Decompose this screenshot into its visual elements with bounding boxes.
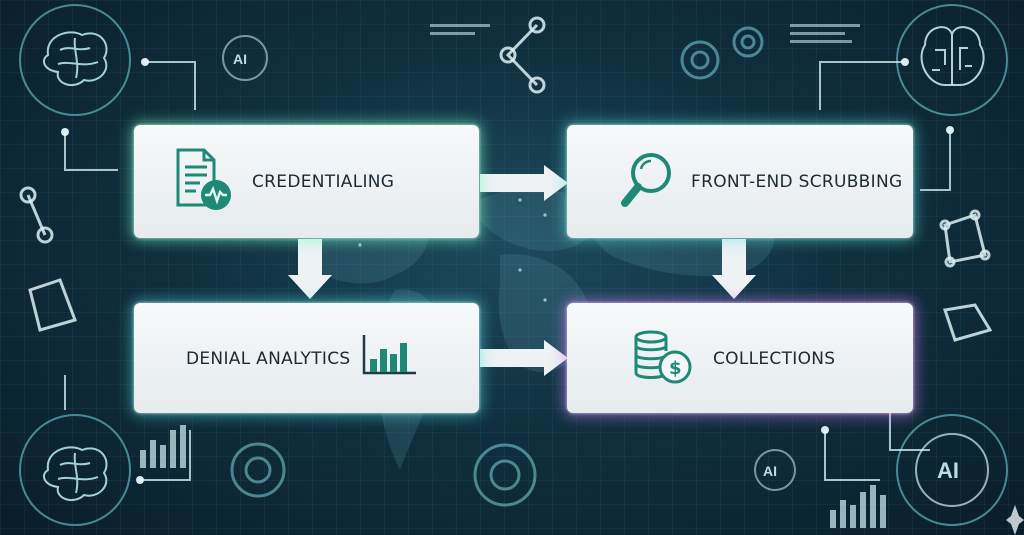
arrow-down-left bbox=[288, 239, 332, 299]
bar-chart-icon bbox=[140, 425, 886, 528]
bar-chart-icon bbox=[362, 335, 416, 375]
document-waveform-icon bbox=[176, 148, 231, 210]
ai-text: AI bbox=[937, 458, 959, 483]
step-card-denial-analytics: DENIAL ANALYTICS bbox=[134, 303, 479, 413]
ai-text: AI bbox=[763, 463, 777, 479]
network-icon bbox=[19, 16, 993, 342]
step-card-front-end-scrubbing: FRONT-END SCRUBBING bbox=[567, 125, 913, 238]
arrow-right-top bbox=[480, 165, 568, 201]
magnifier-icon bbox=[621, 153, 671, 207]
arrow-down-right bbox=[712, 239, 756, 299]
circuit-brain-icon bbox=[920, 26, 985, 86]
brain-icon bbox=[42, 31, 108, 502]
step-card-credentialing: CREDENTIALING bbox=[134, 125, 479, 238]
arrow-right-bottom bbox=[480, 340, 568, 376]
step-card-collections: $ COLLECTIONS bbox=[567, 303, 913, 413]
ring-bottom-left bbox=[19, 414, 131, 526]
coins-dollar-icon: $ bbox=[634, 330, 692, 384]
ring-top-right bbox=[896, 4, 1008, 116]
step-label-credentialing: CREDENTIALING bbox=[252, 172, 395, 192]
ring-top-left bbox=[19, 4, 131, 116]
step-label-denial-analytics: DENIAL ANALYTICS bbox=[186, 349, 351, 369]
svg-text:$: $ bbox=[669, 358, 682, 379]
ring-bottom-right bbox=[896, 414, 1008, 526]
step-label-front-end-scrubbing: FRONT-END SCRUBBING bbox=[691, 172, 903, 192]
gear-icon bbox=[230, 26, 764, 507]
step-label-collections: COLLECTIONS bbox=[713, 349, 836, 369]
sparkle-icon bbox=[1006, 505, 1024, 535]
ai-text: AI bbox=[233, 51, 247, 67]
